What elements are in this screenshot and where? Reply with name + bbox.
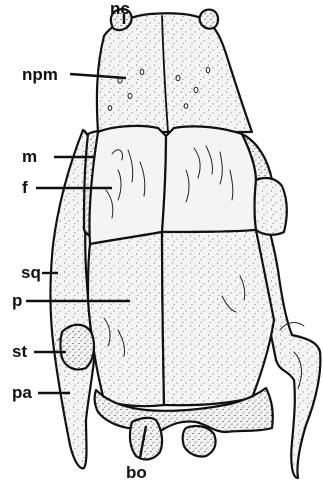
label-sq: sq [21,263,41,282]
right-parietal-bone [162,230,274,405]
label-m: m [22,147,37,166]
supratemporal-bone [61,325,95,370]
left-parietal-bone [88,232,164,406]
label-nc: nc [110,0,130,18]
label-f: f [22,178,28,197]
label-npm: npm [22,65,58,84]
label-p: p [12,291,22,310]
label-st: st [12,342,27,361]
label-pa: pa [12,383,32,402]
right-frontal-bone [162,126,256,232]
label-bo: bo [126,463,147,482]
left-frontal-bone [89,126,166,244]
